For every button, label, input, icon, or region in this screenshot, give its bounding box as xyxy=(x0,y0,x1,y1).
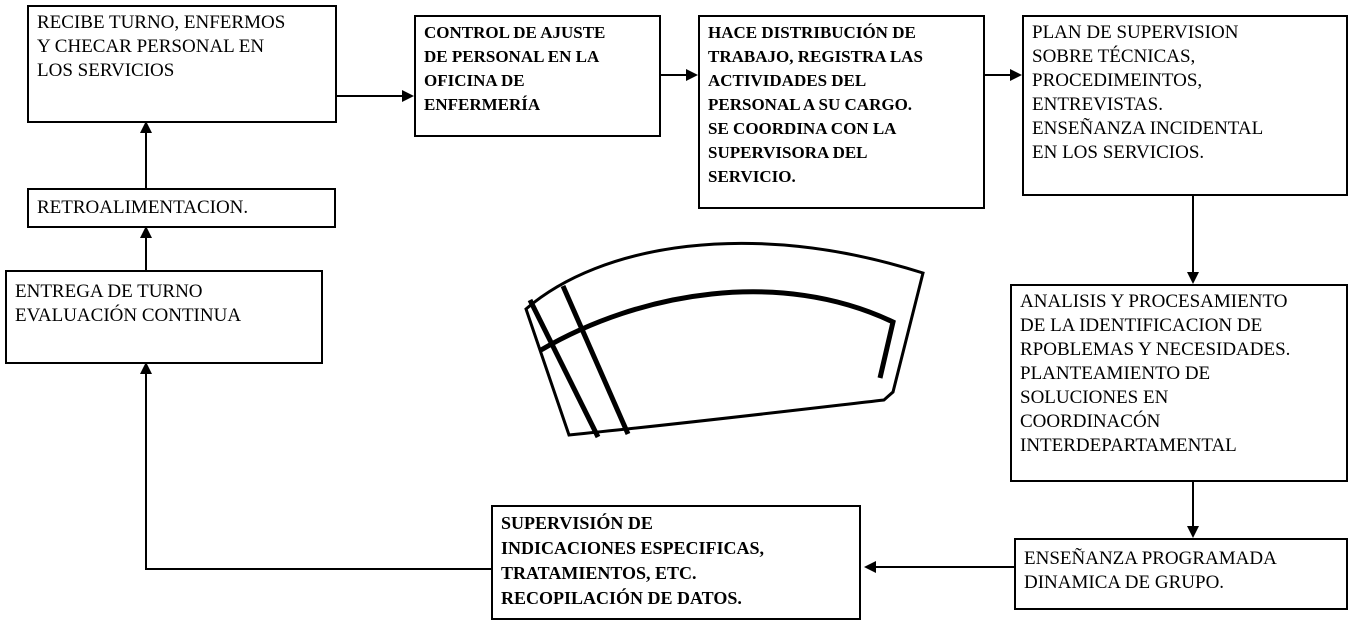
box-ensenanza-programada: ENSEÑANZA PROGRAMADA DINAMICA DE GRUPO. xyxy=(1014,538,1348,610)
box-analisis: ANALISIS Y PROCESAMIENTO DE LA IDENTIFIC… xyxy=(1010,284,1348,482)
box-line: INDICACIONES ESPECIFICAS, xyxy=(501,538,765,558)
box-line: ENSEÑANZA PROGRAMADA xyxy=(1024,548,1277,569)
box-line: ENFERMERÍA xyxy=(424,95,541,114)
box-line: OFICINA DE xyxy=(424,71,525,90)
box-line: SOLUCIONES EN xyxy=(1020,387,1169,408)
box-line: RECIBE TURNO, ENFERMOS xyxy=(37,12,286,33)
arch-stripe-2 xyxy=(560,284,631,436)
arch-inner-curve xyxy=(539,289,896,379)
box-line: ANALISIS Y PROCESAMIENTO xyxy=(1020,291,1288,312)
box-line: DE LA IDENTIFICACION DE xyxy=(1020,315,1263,336)
box-control-ajuste: CONTROL DE AJUSTE DE PERSONAL EN LA OFIC… xyxy=(414,15,661,137)
box-line: EVALUACIÓN CONTINUA xyxy=(15,305,242,326)
box-line: DINAMICA DE GRUPO. xyxy=(1024,572,1225,593)
box-line: ENTREGA DE TURNO xyxy=(15,281,203,302)
box-distribucion: HACE DISTRIBUCIÓN DE TRABAJO, REGISTRA L… xyxy=(698,15,985,209)
box-line: ACTIVIDADES DEL xyxy=(708,71,867,90)
box-line: RETROALIMENTACION. xyxy=(37,197,249,218)
box-line: PERSONAL A SU CARGO. xyxy=(708,95,913,114)
box-line: SE COORDINA CON LA xyxy=(708,119,897,138)
box-line: PLAN DE SUPERVISION xyxy=(1032,22,1239,43)
box-recibe-turno: RECIBE TURNO, ENFERMOS Y CHECAR PERSONAL… xyxy=(27,5,337,123)
box-line: PROCEDIMEINTOS, xyxy=(1032,70,1203,91)
box-line: Y CHECAR PERSONAL EN xyxy=(37,36,265,57)
box-supervision-indicaciones: SUPERVISIÓN DE INDICACIONES ESPECIFICAS,… xyxy=(491,505,861,620)
box-line: TRATAMIENTOS, ETC. xyxy=(501,563,697,583)
box-line: RECOPILACIÓN DE DATOS. xyxy=(501,588,742,608)
box-line: DE PERSONAL EN LA xyxy=(424,47,600,66)
box-line: INTERDEPARTAMENTAL xyxy=(1020,435,1237,456)
box-line: LOS SERVICIOS xyxy=(37,60,175,81)
box-plan-supervision: PLAN DE SUPERVISION SOBRE TÉCNICAS, PROC… xyxy=(1022,15,1348,196)
arch-stripe-1 xyxy=(527,298,601,439)
box-retroalimentacion: RETROALIMENTACION. xyxy=(27,188,336,228)
box-line: SERVICIO. xyxy=(708,167,796,186)
box-line: SOBRE TÉCNICAS, xyxy=(1032,46,1196,67)
arrow-supervision-to-entrega xyxy=(140,362,491,570)
box-line: RPOBLEMAS Y NECESIDADES. xyxy=(1020,339,1291,360)
arch-illustration xyxy=(524,241,925,439)
box-line: CONTROL DE AJUSTE xyxy=(424,23,606,42)
box-line: COORDINACÓN xyxy=(1020,411,1161,432)
box-line: SUPERVISIÓN DE xyxy=(501,513,653,533)
arch-outline xyxy=(524,241,925,437)
box-entrega-turno: ENTREGA DE TURNO EVALUACIÓN CONTINUA xyxy=(5,270,323,364)
box-line: EN LOS SERVICIOS. xyxy=(1032,142,1205,163)
box-line: TRABAJO, REGISTRA LAS xyxy=(708,47,923,66)
box-line: PLANTEAMIENTO DE xyxy=(1020,363,1211,384)
box-line: ENTREVISTAS. xyxy=(1032,94,1163,115)
box-line: SUPERVISORA DEL xyxy=(708,143,868,162)
box-line: ENSEÑANZA INCIDENTAL xyxy=(1032,118,1264,139)
box-line: HACE DISTRIBUCIÓN DE xyxy=(708,23,916,42)
